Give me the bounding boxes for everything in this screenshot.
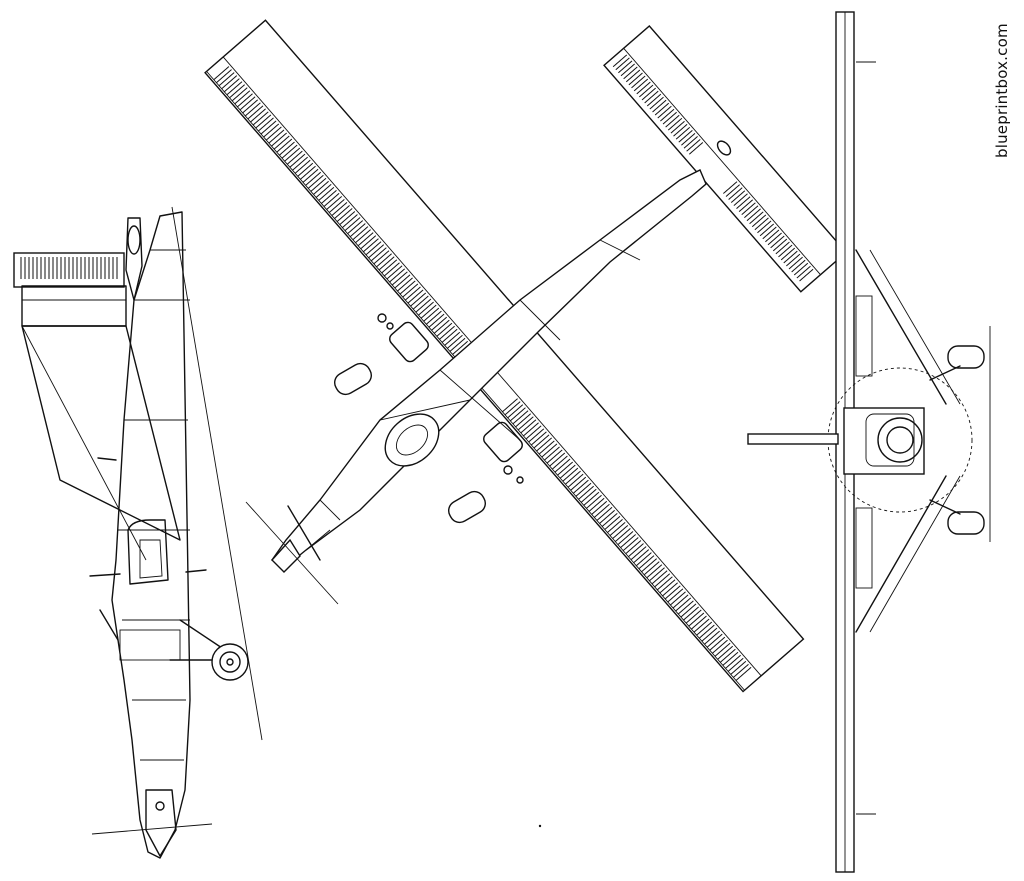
side-datum-line — [91, 823, 213, 835]
side-ground-line — [171, 206, 263, 741]
stray-mark — [538, 824, 542, 828]
front-propeller-disc — [827, 367, 973, 513]
side-tail — [13, 252, 127, 327]
top-cockpit — [384, 413, 440, 467]
front-wheel-lower — [947, 511, 985, 535]
front-strut-upper — [855, 249, 947, 405]
side-nose — [145, 789, 177, 857]
top-propeller — [287, 505, 321, 561]
front-pitot — [747, 433, 839, 445]
front-view — [747, 11, 991, 873]
top-view — [204, 19, 848, 693]
side-cabin-window — [127, 519, 169, 585]
side-fin — [125, 217, 143, 301]
top-dimension-line — [245, 501, 339, 605]
side-main-gear — [169, 619, 249, 681]
top-gear-pod-right — [448, 490, 486, 524]
side-fuselage — [111, 211, 191, 859]
top-spinner — [271, 538, 301, 573]
side-view — [13, 206, 263, 859]
side-wing-plane — [21, 325, 181, 541]
top-tailplane — [603, 25, 848, 293]
front-wheel-upper — [947, 345, 985, 369]
top-gear-pod-left — [334, 362, 372, 396]
front-strut-lower — [855, 475, 947, 633]
